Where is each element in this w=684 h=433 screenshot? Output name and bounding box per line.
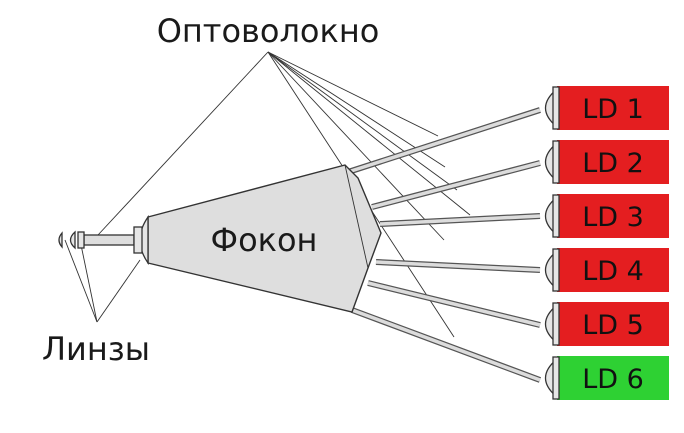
fiber-callout-line	[267, 51, 439, 137]
laser-diode-label: LD 1	[582, 94, 644, 125]
laser-diode-label: LD 3	[582, 202, 644, 233]
laser-diode-6: LD 6	[544, 356, 669, 400]
laser-lens-holder	[552, 248, 560, 292]
laser-diode-box	[557, 356, 669, 400]
laser-diode-label: LD 6	[582, 364, 644, 395]
laser-diode-box	[557, 86, 669, 130]
laser-diode-5: LD 5	[544, 302, 669, 346]
laser-diode-2: LD 2	[544, 140, 669, 184]
laser-lens-holder	[552, 302, 560, 346]
focon-cone	[147, 164, 382, 313]
lens-tiny-icon	[58, 231, 63, 249]
laser-lens-holder	[552, 140, 560, 184]
focon-label: Фокон	[211, 221, 318, 259]
laser-diode-box	[557, 302, 669, 346]
laser-lens-holder	[552, 86, 560, 130]
laser-diode-box	[557, 194, 669, 238]
lens-callout-line	[96, 259, 141, 323]
laser-diode-box	[557, 140, 669, 184]
laser-diode-label: LD 2	[582, 148, 644, 179]
lenses-label: Линзы	[42, 330, 150, 368]
lens-small-icon	[69, 230, 76, 250]
lens-callout-line	[64, 239, 98, 323]
lens-ring	[77, 231, 85, 249]
laser-lens-holder	[552, 194, 560, 238]
laser-diode-label: LD 4	[582, 256, 644, 287]
laser-diode-1: LD 1	[544, 86, 669, 130]
fiber-callout-line	[267, 51, 458, 191]
output-fibers	[344, 107, 542, 383]
laser-diodes: LD 1 LD 2 LD 3 LD 4 LD 5 LD 6	[544, 86, 669, 400]
input-assembly	[58, 214, 149, 266]
laser-lens-holder	[552, 356, 560, 400]
input-fiber	[83, 234, 135, 246]
laser-diode-3: LD 3	[544, 194, 669, 238]
lens-callout-line	[79, 239, 98, 323]
lens-callout-lines	[64, 239, 141, 323]
focon-edge-line	[344, 164, 369, 269]
lens-holder	[133, 226, 143, 254]
fiber-callout-line	[97, 51, 269, 236]
laser-diode-box	[557, 248, 669, 292]
laser-diode-4: LD 4	[544, 248, 669, 292]
laser-diode-label: LD 5	[582, 310, 644, 341]
fiber-label: Оптоволокно	[157, 12, 380, 50]
fiber-callout-line	[267, 51, 445, 241]
